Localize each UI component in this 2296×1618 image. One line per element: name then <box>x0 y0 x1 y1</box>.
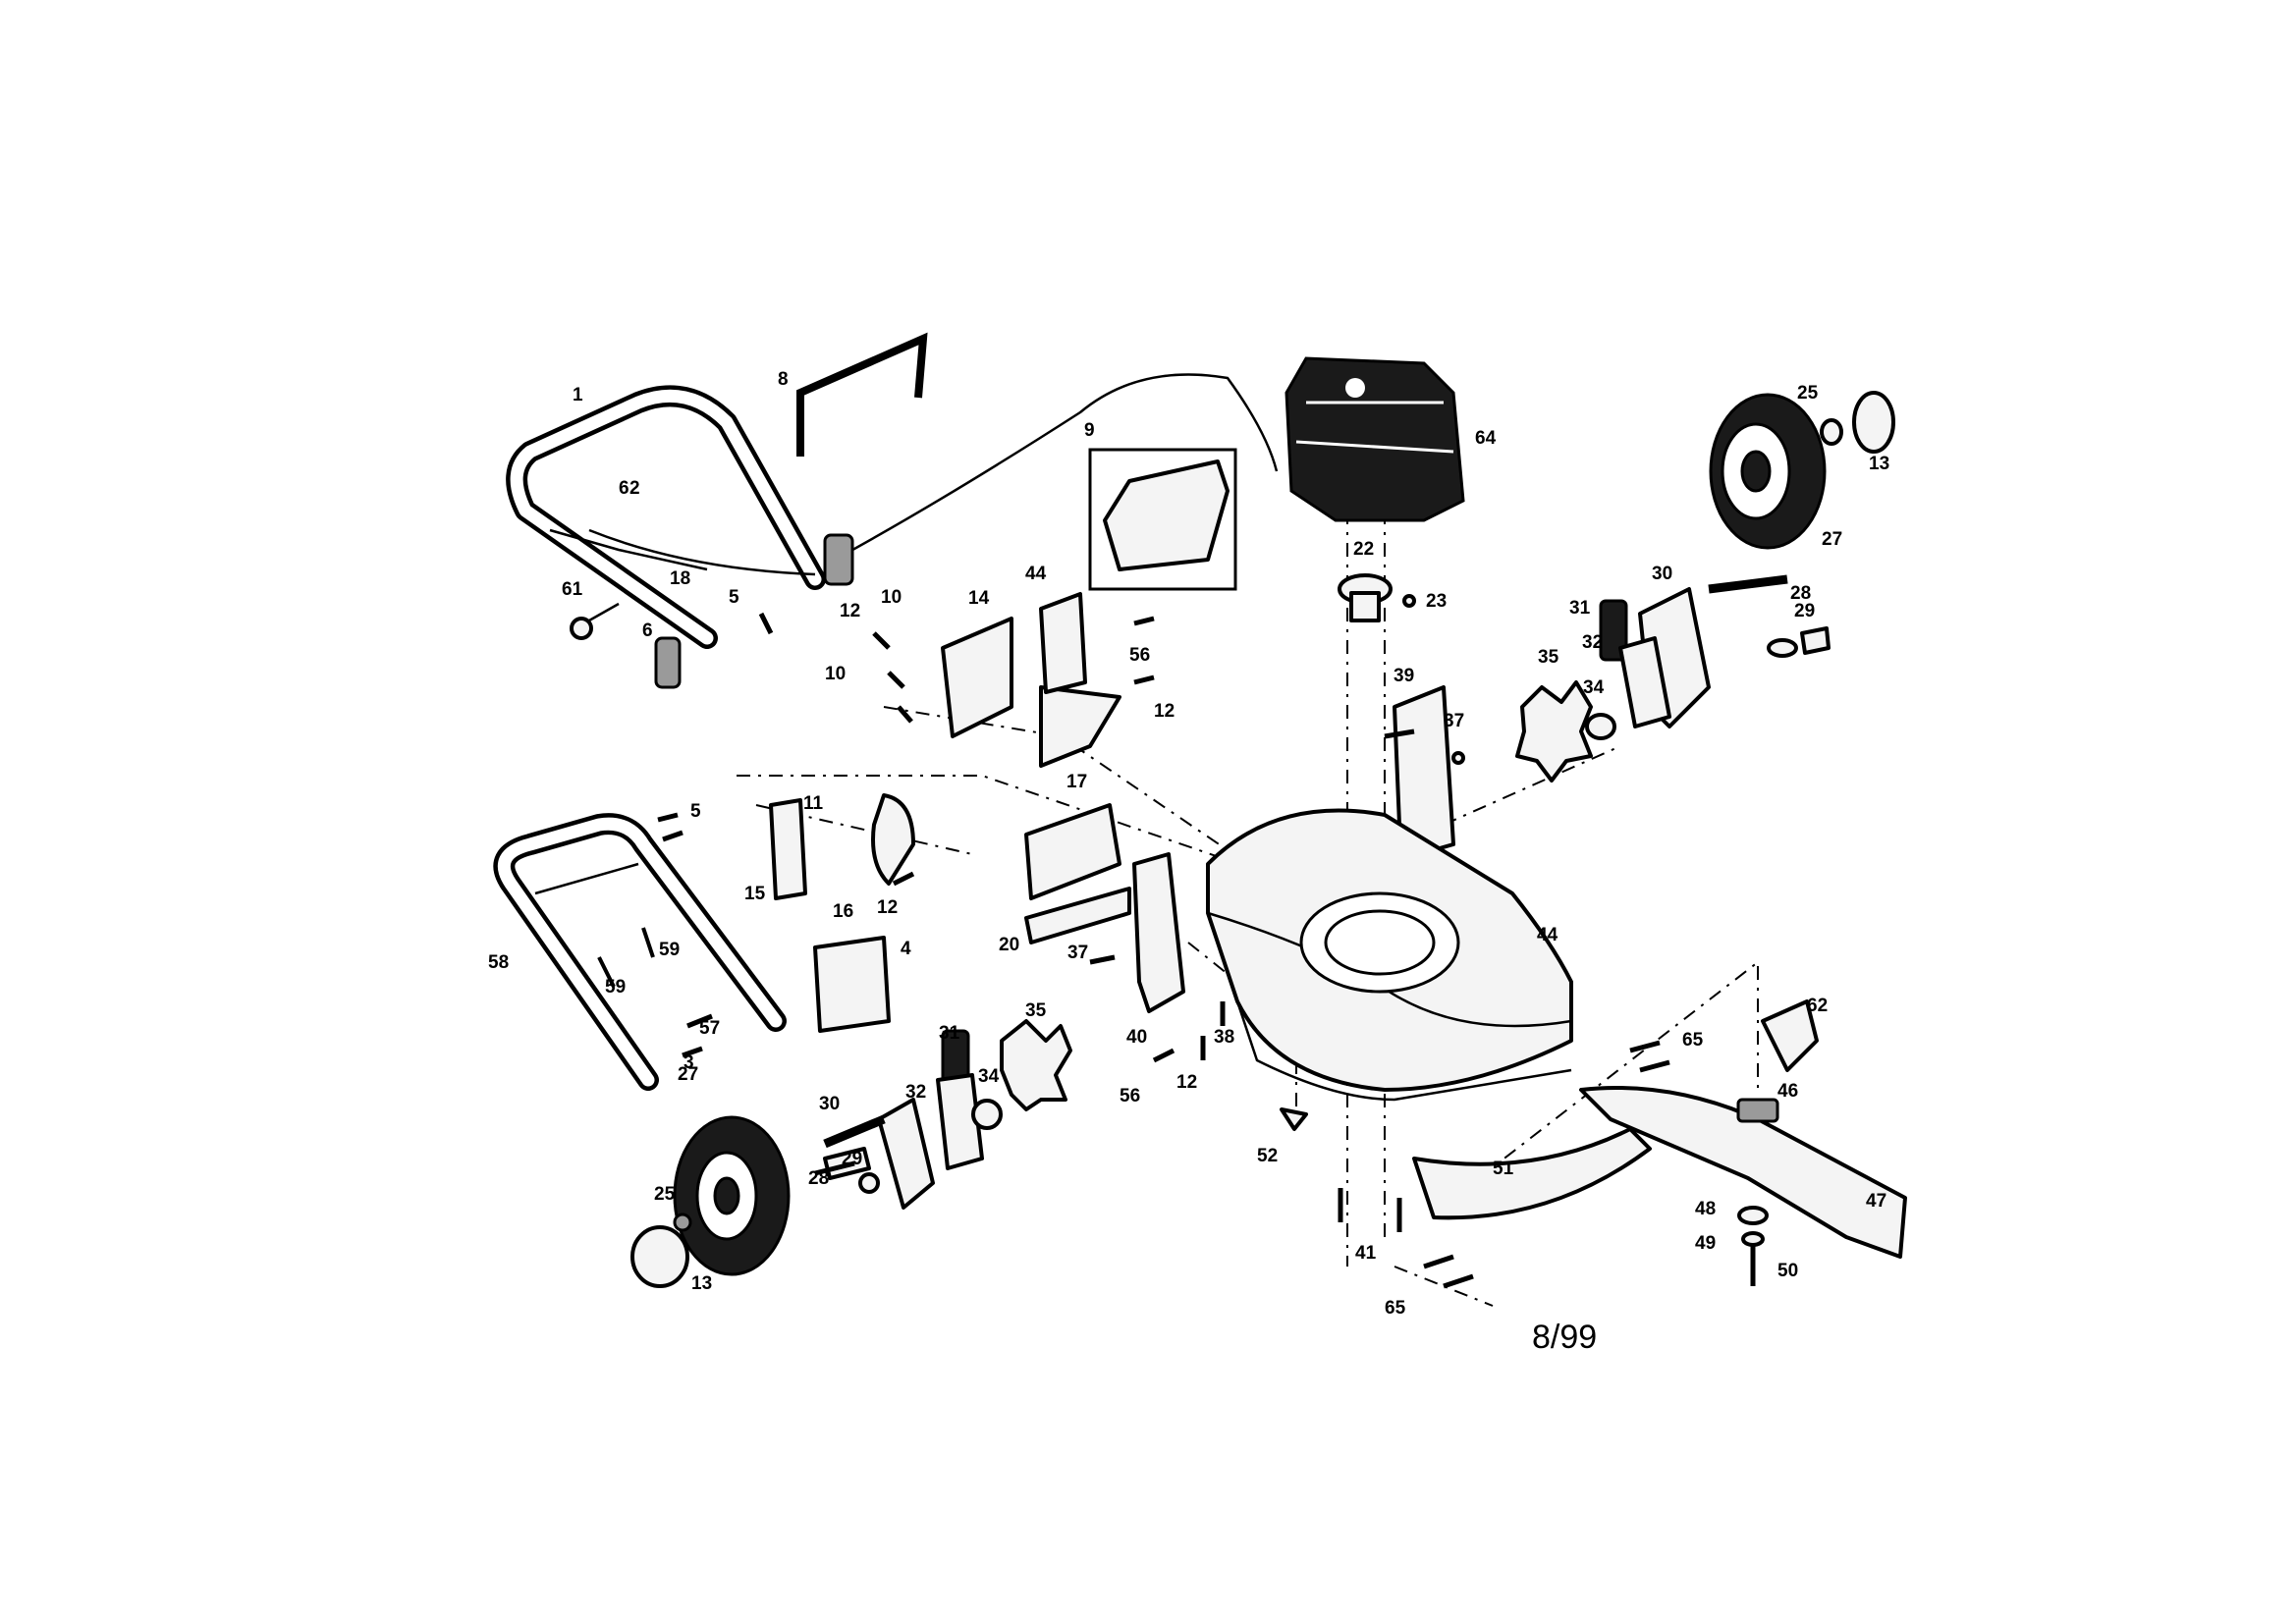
callout-label: 35 <box>1025 1000 1047 1021</box>
callout-label: 30 <box>819 1094 840 1114</box>
callout-label: 20 <box>999 935 1019 955</box>
callout-label: 62 <box>1807 996 1828 1016</box>
callout-label: 17 <box>1066 772 1087 792</box>
right-height-adjuster <box>1599 574 1831 728</box>
callout-label: 13 <box>1869 454 1889 474</box>
callout-label: 44 <box>1537 925 1558 945</box>
callout-label: 34 <box>978 1066 1000 1087</box>
callout-label: 8 <box>778 369 789 390</box>
callout-label: 15 <box>744 884 766 904</box>
callout-label: 27 <box>678 1064 698 1085</box>
callout-label: 58 <box>488 952 509 973</box>
callout-label: 47 <box>1866 1191 1886 1212</box>
engine <box>1285 356 1465 522</box>
callout-label: 25 <box>654 1184 676 1205</box>
callout-label: 29 <box>1794 601 1815 621</box>
hardware <box>657 612 1415 1176</box>
handle-knobs <box>654 533 854 689</box>
callout-label: 56 <box>1129 645 1150 666</box>
callout-label: 16 <box>833 901 853 922</box>
callout-label: 46 <box>1777 1081 1798 1102</box>
callout-label: 28 <box>1790 583 1811 604</box>
callout-label: 13 <box>691 1273 712 1294</box>
callout-label: 51 <box>1493 1159 1514 1179</box>
callout-label: 50 <box>1777 1261 1798 1281</box>
callout-label: 1 <box>573 385 583 405</box>
callout-label: 29 <box>842 1149 862 1169</box>
callout-label: 12 <box>1154 701 1175 722</box>
callout-label: 40 <box>1126 1027 1147 1048</box>
callout-label: 2 <box>629 478 640 499</box>
lower-handle <box>493 813 787 1091</box>
left-side-bracket <box>1132 852 1185 1013</box>
callout-label: 52 <box>1257 1146 1278 1166</box>
callout-label: 5 <box>690 801 701 822</box>
throttle-cable <box>588 373 1279 576</box>
callout-label: 41 <box>1355 1243 1377 1264</box>
callout-label: 49 <box>1695 1233 1716 1254</box>
callout-label: 34 <box>1583 677 1605 698</box>
part-labels: 1 2 6 18 61 5 6 8 9 64 22 23 25 13 27 30… <box>488 369 1889 1319</box>
callout-label: 31 <box>939 1023 960 1044</box>
callout-label: 44 <box>1025 564 1047 584</box>
callout-label: 10 <box>825 664 846 684</box>
callout-label: 6 <box>642 620 653 641</box>
callout-label: 5 <box>729 587 739 608</box>
date-code: 8/99 <box>1532 1319 1597 1356</box>
callout-label: 39 <box>1394 666 1414 686</box>
engine-pulley <box>1338 573 1416 622</box>
callout-label: 22 <box>1353 539 1374 560</box>
right-rear-wheel <box>1709 391 1895 550</box>
callout-label: 37 <box>1067 943 1088 963</box>
callout-label: 9 <box>1084 420 1095 441</box>
left-front-wheel <box>630 1115 880 1288</box>
rear-door <box>769 592 1131 1033</box>
mower-deck <box>1206 808 1573 1102</box>
callout-label: 27 <box>1822 529 1842 550</box>
bracket-box <box>1088 448 1237 591</box>
callout-label: 14 <box>968 588 990 609</box>
callout-label: 12 <box>877 897 898 918</box>
callout-label: 12 <box>840 601 860 621</box>
control-bar <box>796 332 928 457</box>
callout-label: 61 <box>562 579 583 600</box>
callout-label: 64 <box>1475 428 1497 449</box>
callout-label: 31 <box>1569 598 1591 619</box>
callout-label: 23 <box>1426 591 1447 612</box>
blade-assembly <box>1579 999 1907 1286</box>
callout-label: 28 <box>808 1168 829 1189</box>
callout-label: 6 <box>619 478 629 499</box>
callout-label: 11 <box>803 793 824 814</box>
callout-label: 38 <box>1214 1027 1234 1048</box>
callout-label: 57 <box>699 1018 720 1039</box>
callout-label: 59 <box>659 940 680 960</box>
callout-label: 37 <box>1444 711 1464 731</box>
left-height-adjuster <box>823 1019 1072 1210</box>
callout-label: 4 <box>901 939 911 959</box>
callout-label: 10 <box>881 587 902 608</box>
callout-label: 3 <box>683 1052 694 1073</box>
callout-label: 32 <box>905 1082 926 1103</box>
eyebolt <box>570 602 620 640</box>
discharge-chute <box>1280 1107 1652 1289</box>
callout-label: 59 <box>605 977 626 998</box>
callout-label: 65 <box>1385 1298 1406 1319</box>
callout-label: 32 <box>1582 632 1603 653</box>
handle-bolts <box>597 927 655 988</box>
callout-label: 56 <box>1120 1086 1140 1106</box>
callout-label: 12 <box>1176 1072 1197 1093</box>
upper-handle <box>506 385 826 649</box>
callout-label: 25 <box>1797 383 1819 404</box>
callout-label: 18 <box>670 568 690 589</box>
callout-label: 65 <box>1682 1030 1704 1051</box>
right-star-gear <box>1515 680 1616 782</box>
callout-label: 30 <box>1652 564 1672 584</box>
callout-label: 48 <box>1695 1199 1716 1219</box>
callout-label: 35 <box>1538 647 1559 668</box>
